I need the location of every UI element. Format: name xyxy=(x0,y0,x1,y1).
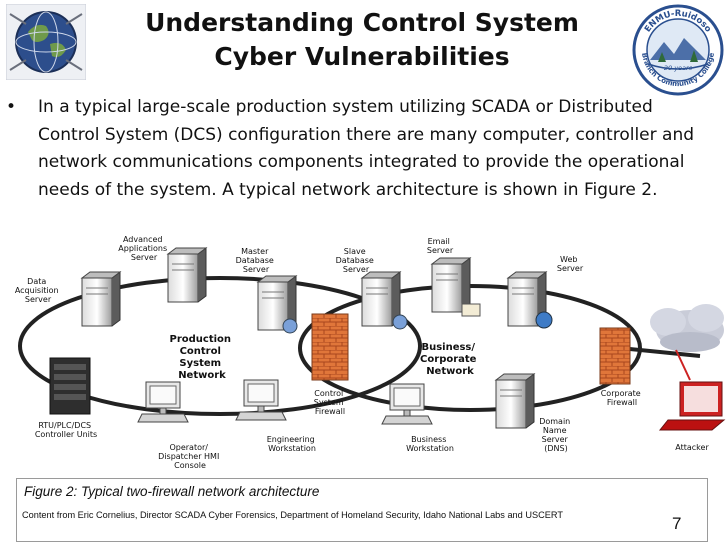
figure-credit: Content from Eric Cornelius, Director SC… xyxy=(22,510,563,520)
engineering-workstation-icon xyxy=(235,379,287,421)
email-server-label: Email Server xyxy=(427,237,454,255)
control-system-firewall-icon xyxy=(311,313,349,381)
production-network-ring xyxy=(18,276,422,416)
web-server-label: Web Server xyxy=(557,255,584,273)
advanced-applications-server-icon xyxy=(167,247,207,303)
business-workstation-icon xyxy=(381,383,433,425)
title-line-2: Cyber Vulnerabilities xyxy=(214,42,510,71)
page-number: 7 xyxy=(672,514,682,533)
corporate-firewall-icon xyxy=(599,327,631,385)
college-seal-logo: ENMU-Ruidoso Branch Community College 20… xyxy=(632,4,724,96)
operator-hmi-console-icon xyxy=(137,381,189,423)
rtu-controller-units-label: RTU/PLC/DCS Controller Units xyxy=(35,421,97,439)
rtu-controller-units-icon xyxy=(49,357,91,415)
title-line-1: Understanding Control System xyxy=(145,8,579,37)
master-database-server-label: Master Database Server xyxy=(236,247,277,274)
network-architecture-diagram: Data Acquisition Server Advanced Applica… xyxy=(15,235,726,470)
internet-cloud-icon xyxy=(650,304,724,352)
globe-logo xyxy=(6,4,86,80)
bullet-text: In a typical large-scale production syst… xyxy=(38,97,695,200)
domain-name-server-label: Domain Name Server (DNS) xyxy=(539,417,573,453)
advanced-applications-server-label: Advanced Applications Server xyxy=(118,235,169,262)
control-system-firewall-label: Control System Firewall xyxy=(314,389,346,416)
slave-database-server-label: Slave Database Server xyxy=(336,247,377,274)
figure-caption: Figure 2: Typical two-firewall network a… xyxy=(24,484,320,499)
business-corporate-network-label: Business/ Corporate Network xyxy=(420,342,480,377)
seal-years: 20 years xyxy=(664,64,693,72)
operator-hmi-console-label: Operator/ Dispatcher HMI Console xyxy=(158,443,222,470)
corporate-firewall-label: Corporate Firewall xyxy=(601,389,644,407)
engineering-workstation-label: Engineering Workstation xyxy=(267,435,318,453)
attacker-laptop-icon xyxy=(658,381,726,431)
attacker-label: Attacker xyxy=(675,443,709,452)
data-acquisition-server-label: Data Acquisition Server xyxy=(15,277,61,304)
production-control-network-label: Production Control System Network xyxy=(169,334,234,381)
figure-caption-box xyxy=(16,478,708,542)
data-acquisition-server-icon xyxy=(81,271,121,327)
bullet-marker: • xyxy=(6,97,17,117)
slide-title: Understanding Control System Cyber Vulne… xyxy=(88,6,636,74)
domain-name-server-icon xyxy=(495,373,535,429)
business-workstation-label: Business Workstation xyxy=(406,435,454,453)
